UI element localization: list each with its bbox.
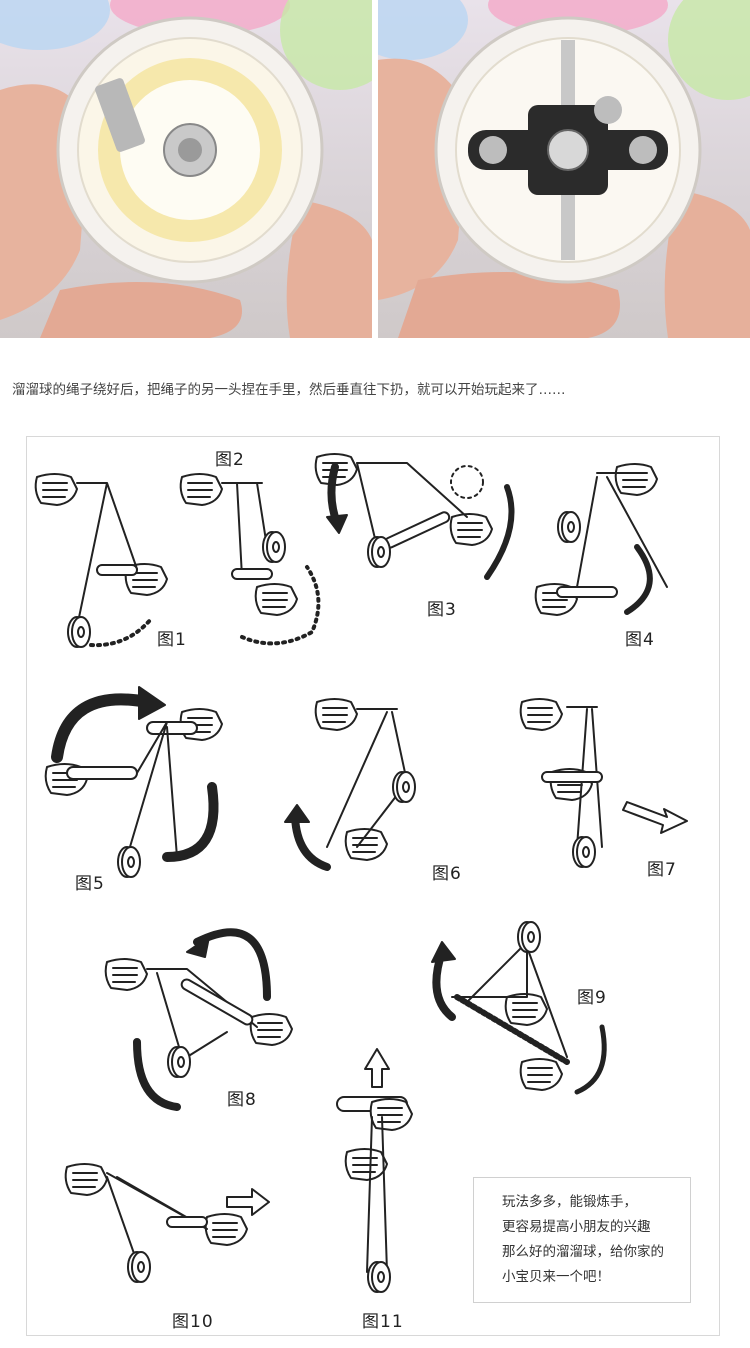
step-9-drawing	[431, 921, 607, 1095]
step-1-drawing	[34, 473, 168, 648]
step-label-2: 图2	[215, 450, 245, 470]
note-box: 玩法多多，能锻炼手， 更容易提高小朋友的兴趣 那么好的溜溜球，给你家的 小宝贝来…	[473, 1177, 691, 1303]
yoyo-photo-clutch-side	[378, 0, 750, 338]
step-2-drawing	[179, 473, 321, 646]
step-6-drawing	[284, 698, 416, 871]
step-label-10: 图10	[172, 1312, 214, 1332]
step-label-6: 图6	[432, 864, 462, 884]
step-label-1: 图1	[157, 630, 187, 650]
note-line-1: 玩法多多，能锻炼手，	[502, 1194, 637, 1210]
step-label-3: 图3	[427, 600, 457, 620]
step-label-9: 图9	[577, 988, 607, 1008]
step-label-4: 图4	[625, 630, 655, 650]
step-label-5: 图5	[75, 874, 105, 894]
note-line-3: 那么好的溜溜球，给你家的	[502, 1244, 664, 1260]
step-7-drawing	[519, 698, 688, 868]
intro-text: 溜溜球的绳子绕好后，把绳子的另一头捏在手里，然后垂直往下扔，就可以开始玩起来了……	[12, 382, 566, 398]
step-5-drawing	[44, 686, 223, 878]
step-11-drawing	[336, 1048, 413, 1293]
product-photo-row	[0, 0, 750, 338]
note-line-4: 小宝贝来一个吧！	[502, 1269, 610, 1285]
yoyo-photo-string-side	[0, 0, 372, 338]
step-label-11: 图11	[362, 1312, 404, 1332]
note-line-2: 更容易提高小朋友的兴趣	[502, 1219, 651, 1235]
step-label-7: 图7	[647, 860, 677, 880]
step-label-8: 图8	[227, 1090, 257, 1110]
step-10-drawing	[64, 1163, 270, 1283]
step-4-drawing	[534, 463, 668, 616]
steps-panel: 图1 图2 图3 图4 图5 图6 图7 图8 图9 图10 图11 玩法多多，…	[26, 436, 720, 1336]
step-3-drawing	[314, 453, 515, 580]
step-8-drawing	[104, 928, 293, 1111]
